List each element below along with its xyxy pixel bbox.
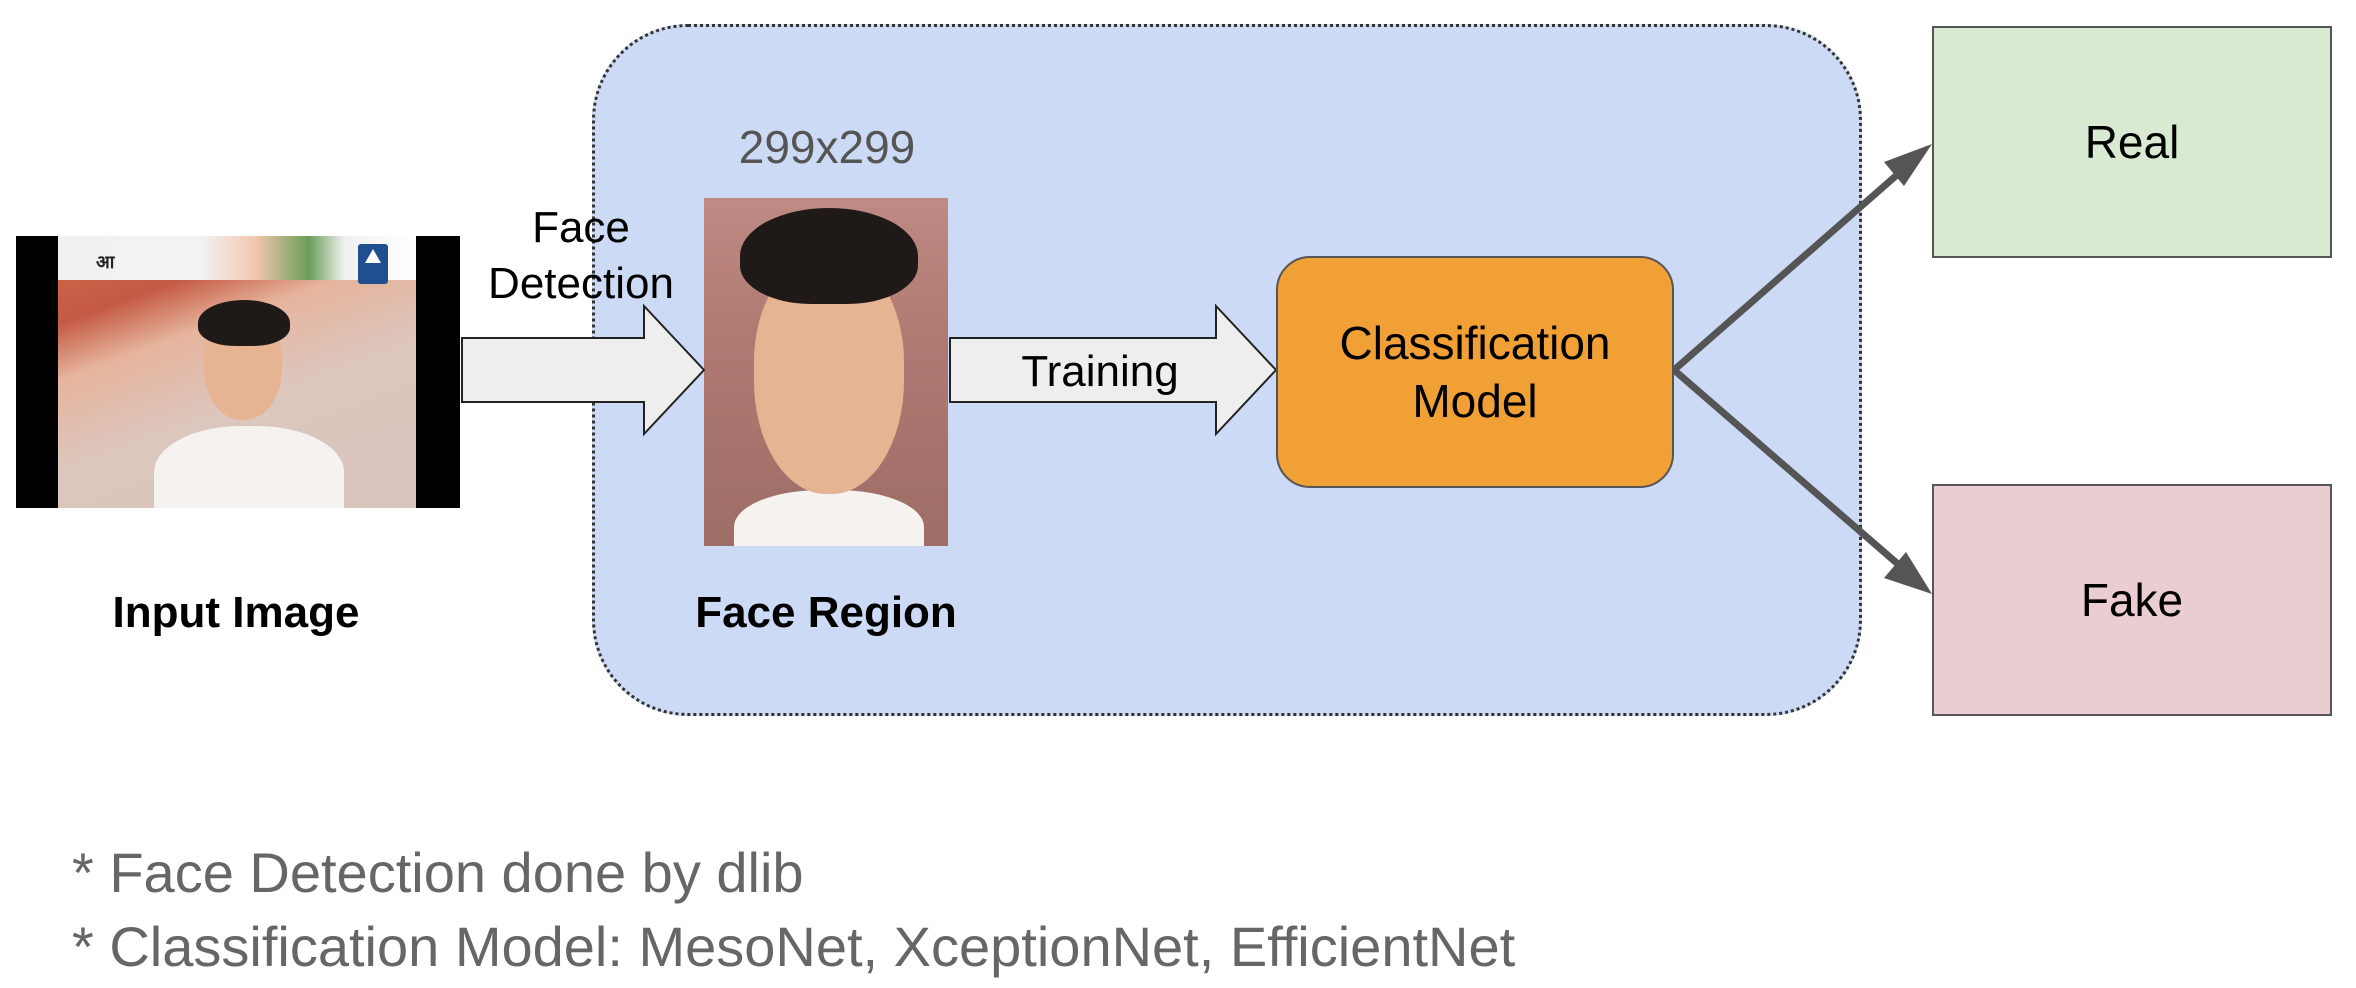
face-crop-hair (740, 208, 918, 304)
classification-model-label: Classification Model (1340, 314, 1611, 430)
face-detection-label: Face Detection (470, 200, 692, 312)
face-region-caption: Face Region (695, 588, 957, 637)
banner-text: आ (96, 252, 115, 272)
face-detection-arrow (461, 303, 706, 437)
face-detection-label-line1: Face (532, 203, 630, 252)
input-image-caption: Input Image (112, 588, 360, 637)
classification-model-line2: Model (1412, 375, 1538, 427)
training-arrow (949, 303, 1278, 437)
classification-model-line1: Classification (1339, 317, 1611, 369)
person-shirt (154, 426, 344, 508)
classification-model-box: Classification Model (1276, 256, 1674, 488)
fake-connector (1671, 367, 1917, 581)
training-label: Training (1021, 347, 1179, 396)
footnote-face-detection: * Face Detection done by dlib (72, 841, 804, 904)
face-crop-shirt (734, 490, 924, 546)
fake-arrowhead-icon (1884, 552, 1932, 594)
fake-output-box: Fake (1932, 484, 2332, 716)
real-arrowhead-icon (1884, 144, 1932, 186)
news-banner: आ (58, 236, 416, 284)
footnote-classification-model: * Classification Model: MesoNet, Xceptio… (72, 915, 1516, 978)
input-image: आ (16, 236, 460, 508)
fake-output-label: Fake (2080, 574, 2184, 626)
face-size-label: 299x299 (738, 121, 916, 173)
face-region-image (704, 198, 948, 546)
real-connector (1671, 157, 1917, 373)
real-output-box: Real (1932, 26, 2332, 258)
face-detection-label-line2: Detection (488, 259, 674, 308)
real-output-label: Real (2084, 116, 2180, 168)
person-hair (198, 300, 290, 346)
channel-logo-icon (358, 244, 388, 284)
